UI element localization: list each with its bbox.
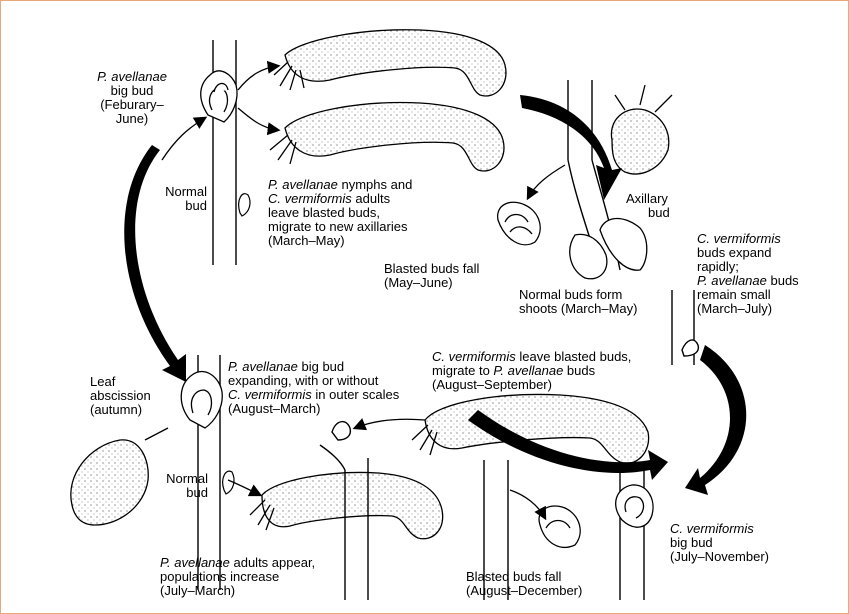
- stem-right-mid: [672, 290, 698, 365]
- label-line: big bud: [82, 84, 182, 98]
- label-leaf-abscission: Leaf abscission (autumn): [90, 375, 151, 417]
- pa-big-bud-top-icon: [201, 71, 237, 122]
- label-line: (Feburary–: [82, 98, 182, 112]
- arrow-to-pa-bud: [355, 419, 425, 428]
- label-normal-bud-bottom: Normal bud: [150, 472, 208, 500]
- label-line: bud: [150, 486, 208, 500]
- arrow-to-axillary: [520, 95, 622, 200]
- label-line: Leaf: [90, 375, 151, 389]
- blasted-bud-bottom-icon: [539, 506, 580, 547]
- normal-bud-bottom-icon: [223, 471, 234, 494]
- label-axillary-bud: Axillary bud: [626, 192, 670, 220]
- label-line: (August–December): [466, 584, 582, 598]
- label-text: leave blasted buds,: [516, 349, 632, 364]
- arrow-blasted-top: [528, 165, 565, 198]
- arrow-right-curve: [685, 345, 746, 495]
- label-line: shoots (March–May): [519, 302, 637, 316]
- label-cv-leave: C. vermiformis leave blasted buds, migra…: [432, 350, 631, 392]
- arrow-left-curve: [124, 145, 186, 382]
- mite-bottom-left: [250, 472, 443, 538]
- species-name: P. avellanae: [268, 177, 338, 192]
- label-line: June): [82, 112, 182, 126]
- label-line: expanding, with or without: [228, 374, 399, 388]
- pa-big-bud-bottom-icon: [181, 371, 222, 428]
- cv-big-bud-icon: [616, 485, 653, 527]
- label-line: (July–November): [670, 550, 769, 564]
- label-line: remain small: [697, 288, 799, 302]
- label-line: bud: [626, 206, 670, 220]
- species-name: C. vermiformis: [697, 231, 781, 246]
- label-text: buds: [767, 273, 799, 288]
- label-line: Normal: [150, 185, 207, 199]
- label-line: (August–September): [432, 378, 631, 392]
- label-text: migrate to: [432, 363, 493, 378]
- arrows-top-left: [238, 66, 278, 130]
- species-name: P. avellanae: [160, 555, 230, 570]
- label-cv-big-bud: C. vermiformis big bud (July–November): [670, 522, 769, 564]
- label-text: buds: [563, 363, 595, 378]
- label-line: populations increase: [160, 570, 315, 584]
- label-line: migrate to new axillaries: [268, 220, 412, 234]
- label-text: nymphs and: [338, 177, 412, 192]
- label-normal-shoots: Normal buds form shoots (March–May): [519, 288, 637, 316]
- label-line: abscission: [90, 389, 151, 403]
- normal-bud-top-icon: [239, 194, 250, 216]
- mite-top-1: [274, 30, 506, 96]
- label-line: (March–July): [697, 302, 799, 316]
- label-normal-bud-top: Normal bud: [150, 185, 207, 213]
- label-line: (August–March): [228, 402, 399, 416]
- species-name: C. vermiformis: [432, 349, 516, 364]
- label-line: Normal: [150, 472, 208, 486]
- species-name: P. avellanae: [697, 273, 767, 288]
- axillary-bud-icon: [611, 85, 672, 174]
- label-pa-big-bud: P. avellanae big bud (Feburary– June): [82, 70, 182, 126]
- label-text: in outer scales: [312, 387, 399, 402]
- label-blasted-top: Blasted buds fall (May–June): [384, 262, 479, 290]
- species-name: C. vermiformis: [228, 387, 312, 402]
- species-name: P. avellanae: [228, 359, 298, 374]
- label-line: leave blasted buds,: [268, 206, 412, 220]
- label-pa-expanding: P. avellanae big bud expanding, with or …: [228, 360, 399, 416]
- label-cv-expand: C. vermiformis buds expand rapidly; P. a…: [697, 232, 799, 316]
- label-line: Blasted buds fall: [466, 570, 582, 584]
- label-line: (autumn): [90, 403, 151, 417]
- label-line: buds expand: [697, 246, 799, 260]
- label-line: (March–May): [268, 234, 412, 248]
- label-line: Normal buds form: [519, 288, 637, 302]
- label-line: Axillary: [626, 192, 670, 206]
- label-line: rapidly;: [697, 260, 799, 274]
- species-name: P. avellanae: [493, 363, 563, 378]
- label-blasted-bottom: Blasted buds fall (August–December): [466, 570, 582, 598]
- species-name: P. avellanae: [97, 69, 167, 84]
- label-line: bud: [150, 199, 207, 213]
- label-text: adults appear,: [230, 555, 315, 570]
- mite-top-2: [270, 103, 504, 171]
- label-text: big bud: [298, 359, 344, 374]
- blasted-bud-top-icon: [498, 202, 541, 244]
- label-line: (May–June): [384, 276, 479, 290]
- label-text: adults: [352, 191, 390, 206]
- label-line: Blasted buds fall: [384, 262, 479, 276]
- species-name: C. vermiformis: [670, 521, 754, 536]
- label-line: (July–March): [160, 584, 315, 598]
- label-nymphs: P. avellanae nymphs and C. vermiformis a…: [268, 178, 412, 248]
- species-name: C. vermiformis: [268, 191, 352, 206]
- normal-shoots-icon: [570, 218, 647, 278]
- label-line: big bud: [670, 536, 769, 550]
- label-pa-adults: P. avellanae adults appear, populations …: [160, 556, 315, 598]
